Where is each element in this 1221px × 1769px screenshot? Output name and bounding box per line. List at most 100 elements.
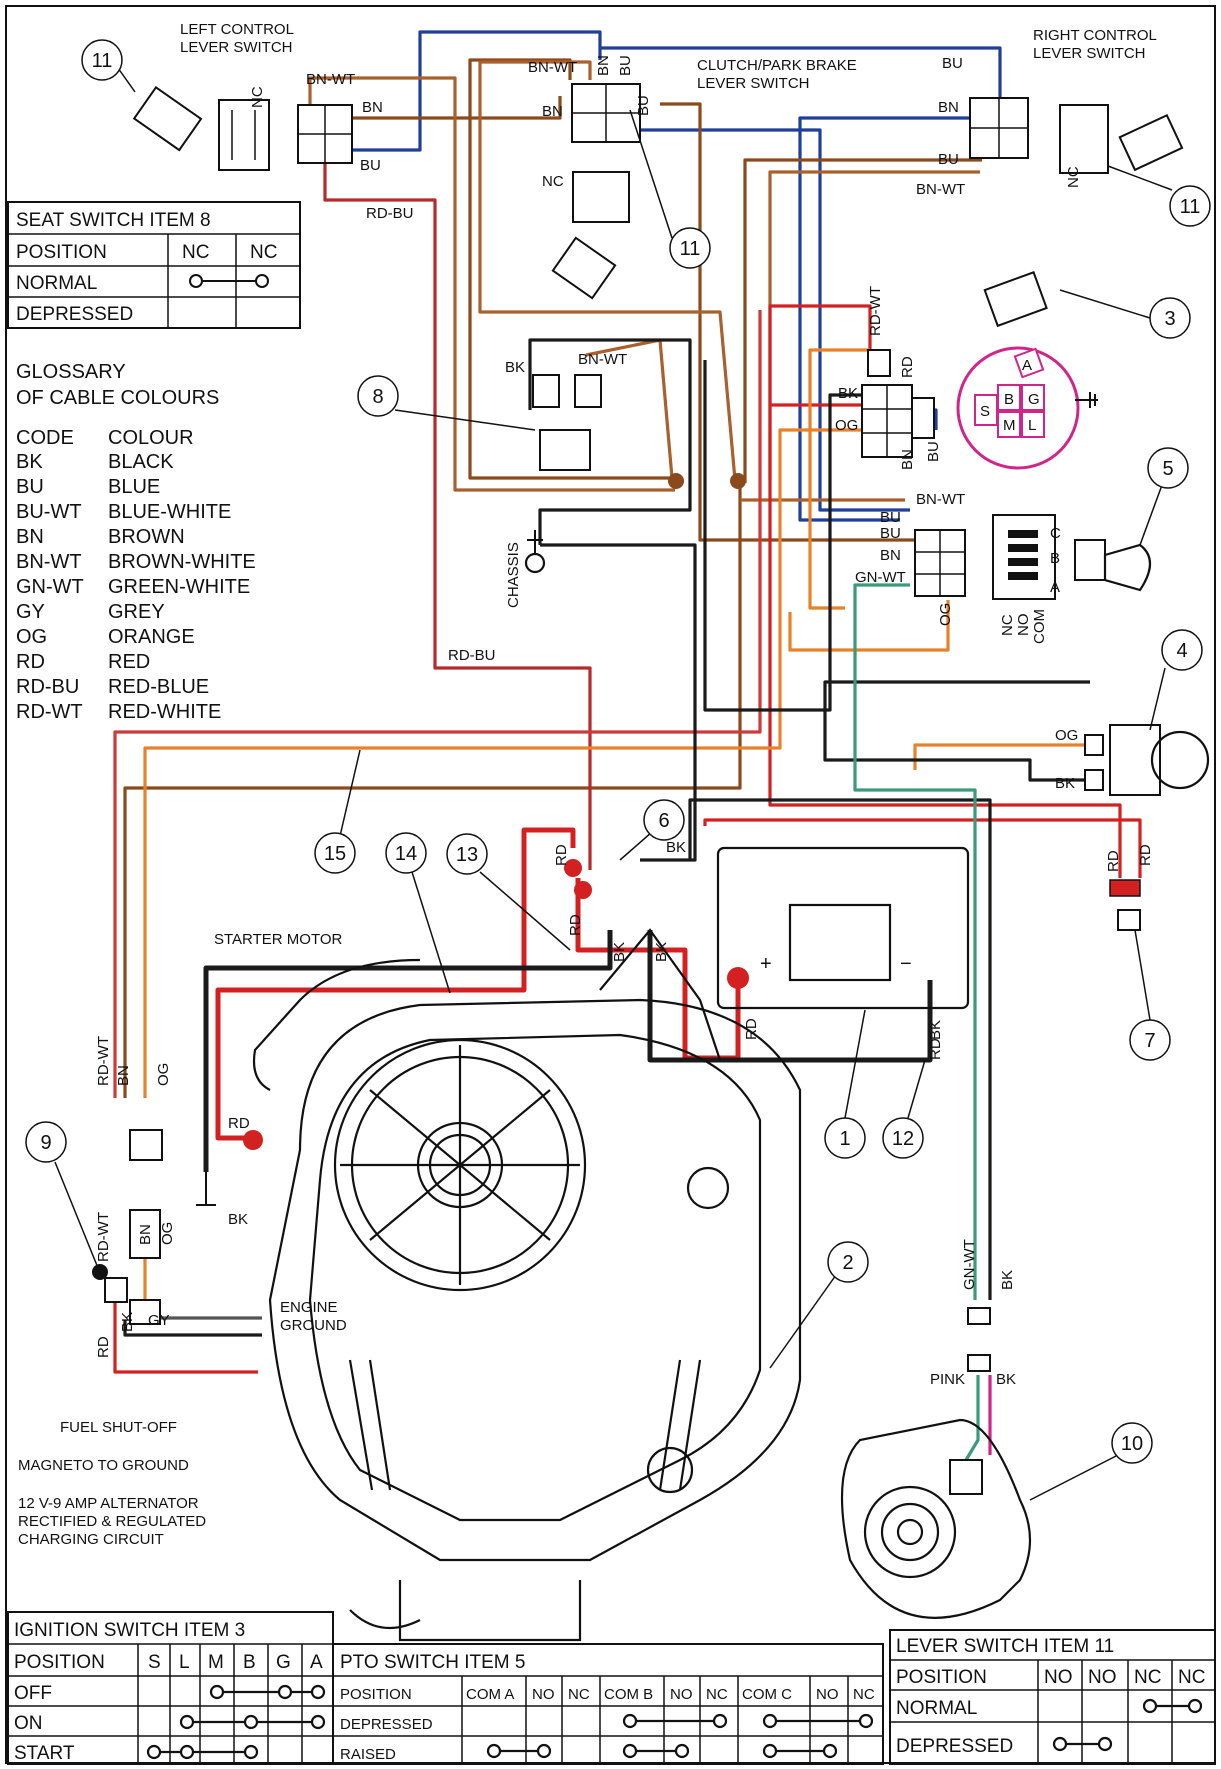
wire-tag: RD	[553, 844, 570, 866]
wire-tag: RD	[1137, 844, 1154, 866]
svg-text:7: 7	[1144, 1030, 1155, 1052]
svg-text:2: 2	[842, 1252, 853, 1274]
callout-4: 4	[1149, 629, 1203, 731]
pto-switch-title: PTO SWITCH ITEM 5	[340, 1652, 525, 1673]
wire-tag: GY	[148, 1312, 170, 1329]
glossary-colour: RED-BLUE	[108, 676, 209, 698]
wire-tag: BU	[880, 525, 901, 542]
callout-8: 8	[357, 375, 536, 431]
wire-tag: BN	[137, 1224, 154, 1245]
wire-tag: BK	[666, 839, 686, 856]
svg-text:11: 11	[92, 50, 113, 72]
seat-switch-header: POSITION	[16, 242, 107, 263]
svg-text:11: 11	[1180, 196, 1201, 218]
label-magneto-to-ground: MAGNETO TO GROUND	[18, 1457, 189, 1474]
wire-tag: BU	[635, 95, 652, 116]
glossary-code: BN	[16, 526, 44, 548]
wire-tag: BK	[505, 359, 525, 376]
cable-red	[575, 878, 741, 1061]
svg-text:1: 1	[839, 1128, 850, 1150]
ignition-switch-table: IGNITION SWITCH ITEM 3 POSITION S L M B …	[7, 1611, 334, 1765]
wire-tag: GN-WT	[855, 569, 906, 586]
wire-tag: OG	[159, 1222, 176, 1245]
wire-tag: BU	[880, 509, 901, 526]
cable-red	[215, 827, 576, 1141]
svg-text:6: 6	[658, 810, 669, 832]
wire-tag: BN	[115, 1065, 132, 1086]
wire-tag: BN-WT	[916, 181, 965, 198]
svg-text:NORMAL: NORMAL	[896, 1698, 977, 1719]
label-ign-pin-a: A	[1022, 357, 1032, 374]
svg-text:9: 9	[40, 1132, 51, 1154]
glossary-code: BN-WT	[16, 551, 82, 573]
wire-tag: GN-WT	[961, 1239, 978, 1290]
seat-switch-title: SEAT SWITCH ITEM 8	[16, 210, 211, 231]
callout-2: 2	[769, 1241, 869, 1369]
wire-bu	[798, 116, 980, 522]
wire-rd	[768, 304, 1122, 878]
glossary-code: GN-WT	[16, 576, 84, 598]
wire-tag: BN	[595, 55, 612, 76]
wire-bu	[600, 128, 910, 512]
label-starter-motor: STARTER MOTOR	[214, 931, 343, 948]
label-ign-pin-b: B	[1004, 391, 1014, 408]
wire-tag: BK	[838, 385, 858, 402]
splice-points	[92, 473, 749, 1280]
svg-text:12: 12	[892, 1128, 914, 1150]
svg-text:NO: NO	[1088, 1667, 1117, 1688]
svg-text:DEPRESSED: DEPRESSED	[340, 1716, 433, 1733]
seat-switch-header: NC	[182, 242, 209, 263]
label-pto-nc: NC	[999, 614, 1016, 636]
splice-dot	[730, 473, 746, 489]
wire-tag: RD-WT	[95, 1212, 112, 1262]
callout-11a: 11	[81, 39, 136, 93]
wire-tag: BU	[925, 441, 942, 462]
splice-dot-red	[727, 967, 749, 989]
svg-text:14: 14	[395, 843, 417, 865]
seat-switch-table: SEAT SWITCH ITEM 8 POSITION NC NC NORMAL…	[7, 201, 301, 329]
wire-tag: BN-WT	[528, 59, 577, 76]
wire-bk	[540, 543, 697, 862]
svg-text:POSITION: POSITION	[340, 1686, 412, 1703]
label-pto-pin-c: C	[1050, 525, 1061, 542]
glossary-code: BK	[16, 451, 43, 473]
wire-tag: BU	[360, 157, 381, 174]
wire-rd	[113, 1302, 258, 1374]
svg-text:NC: NC	[568, 1686, 590, 1703]
callout-6: 6	[619, 799, 685, 861]
label-pto-no: NO	[1015, 614, 1032, 637]
wire-bu	[600, 46, 1002, 100]
splice-dot-red	[564, 859, 582, 877]
glossary-code: RD	[16, 651, 45, 673]
svg-text:NC: NC	[706, 1686, 728, 1703]
wire-tag: BN	[362, 99, 383, 116]
svg-text:15: 15	[324, 843, 346, 865]
callout-3: 3	[1059, 289, 1191, 339]
label-pto-com: COM	[1031, 609, 1048, 644]
seat-switch-header: NC	[250, 242, 277, 263]
lever-switch-title: LEVER SWITCH ITEM 11	[896, 1636, 1114, 1657]
svg-text:COM A: COM A	[466, 1686, 514, 1703]
glossary-code: RD-BU	[16, 676, 79, 698]
wire-tag: BN-WT	[916, 491, 965, 508]
wire-tag: BU	[942, 55, 963, 72]
svg-text:G: G	[276, 1652, 291, 1673]
wire-tag: OG	[1055, 727, 1078, 744]
cable-black	[647, 930, 933, 1063]
svg-text:5: 5	[1162, 458, 1173, 480]
pto-contacts	[486, 1713, 874, 1759]
callout-11c: 11	[1107, 165, 1211, 227]
glossary-code: RD-WT	[16, 701, 83, 723]
label-ign-pin-s: S	[980, 403, 990, 420]
glossary-colour: BLACK	[108, 451, 174, 473]
wire-tag: RD-WT	[867, 286, 884, 336]
callout-14: 14	[385, 832, 451, 994]
wire-rd	[703, 818, 1142, 878]
wire-tag: NC	[249, 86, 266, 108]
wire-rd-wt	[113, 310, 762, 1098]
splice-dot	[92, 1264, 108, 1280]
svg-text:11: 11	[680, 238, 701, 260]
wire-tag: RD	[1105, 850, 1122, 872]
